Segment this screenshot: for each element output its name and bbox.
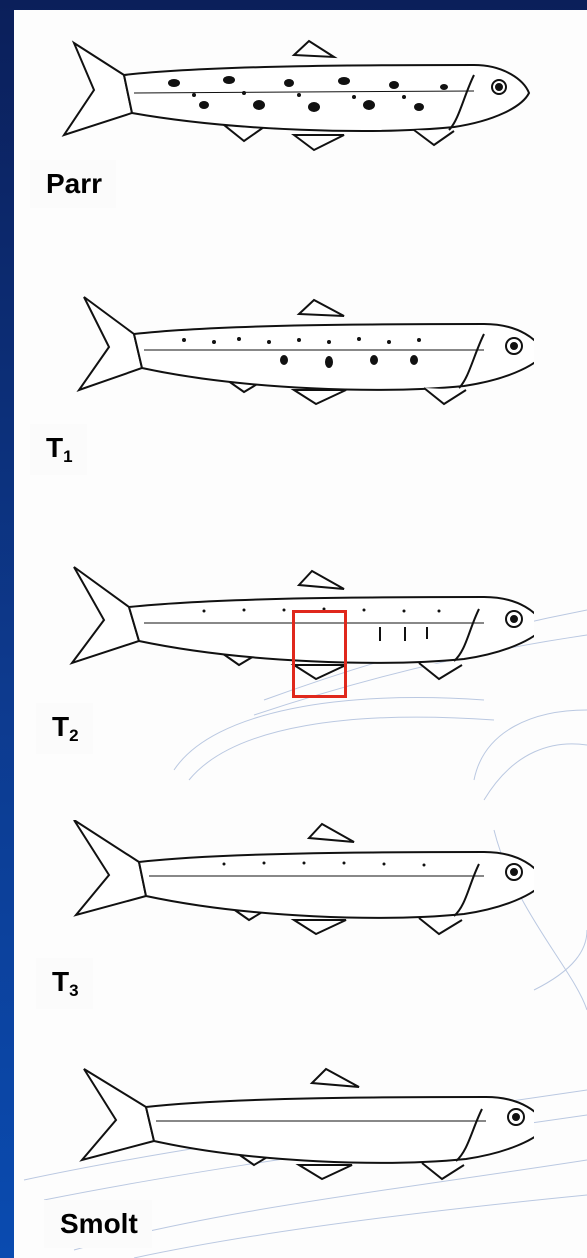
stage-t3: T3: [14, 820, 587, 1060]
smolt-fish-drawing: [54, 1065, 534, 1195]
stage-parr: Parr: [14, 35, 587, 275]
stage-label-smolt: Smolt: [44, 1200, 152, 1248]
t1-fish-drawing: [54, 292, 534, 422]
stage-label-parr: Parr: [30, 160, 116, 208]
stage-t2: T2: [14, 565, 587, 805]
stage-t1: T1: [14, 292, 587, 532]
diagram-panel: Parr T1: [14, 10, 587, 1258]
t3-fish-drawing: [54, 820, 534, 950]
stage-label-t2: T2: [36, 703, 93, 754]
stage-label-t1: T1: [30, 424, 87, 475]
stage-label-t3: T3: [36, 958, 93, 1009]
highlight-box: [292, 610, 347, 698]
stage-smolt: Smolt: [14, 1065, 587, 1258]
parr-fish-drawing: [54, 35, 534, 165]
